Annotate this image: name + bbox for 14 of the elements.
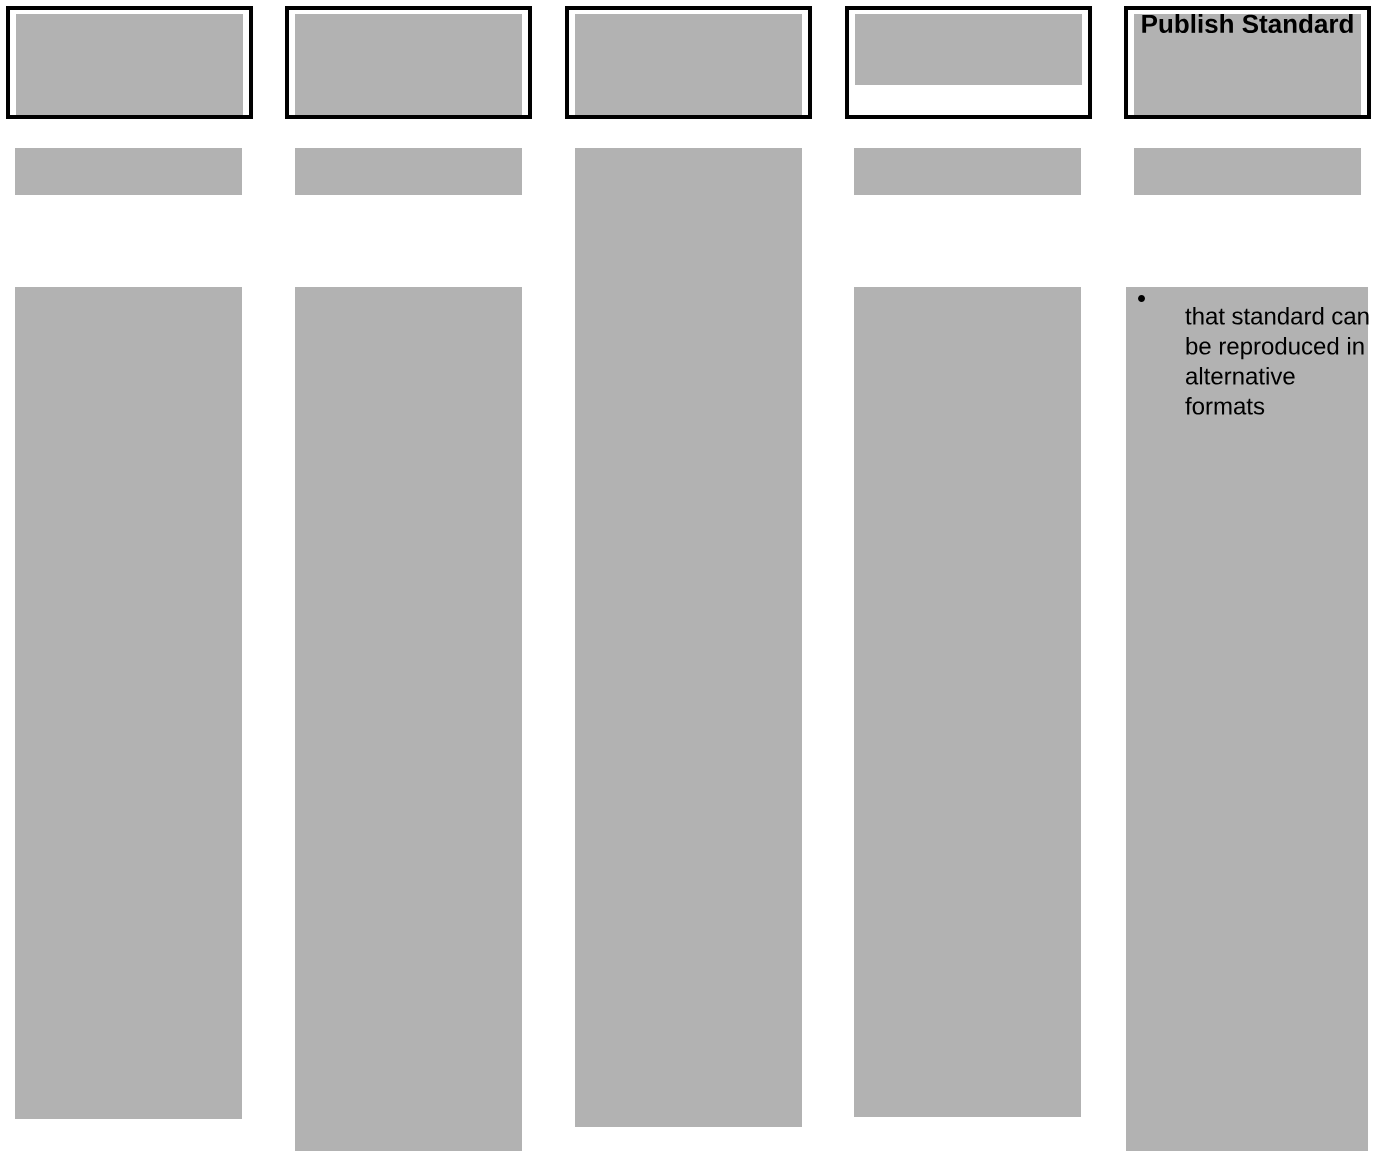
content-block: [854, 148, 1081, 195]
content-block: [1134, 148, 1361, 195]
header-box: [6, 6, 253, 119]
text-panel: that standard can be reproduced in alternative formats: [1126, 287, 1369, 1151]
header-box: [285, 6, 532, 119]
content-block: [854, 287, 1081, 1117]
content-block: [15, 148, 242, 195]
header-box: [565, 6, 812, 119]
content-block: [575, 148, 802, 1127]
header-box: [845, 6, 1092, 119]
header-box: Publish Standard: [1124, 6, 1371, 119]
content-block: [295, 148, 522, 195]
content-block: [295, 287, 522, 1151]
content-block: [15, 287, 242, 1119]
